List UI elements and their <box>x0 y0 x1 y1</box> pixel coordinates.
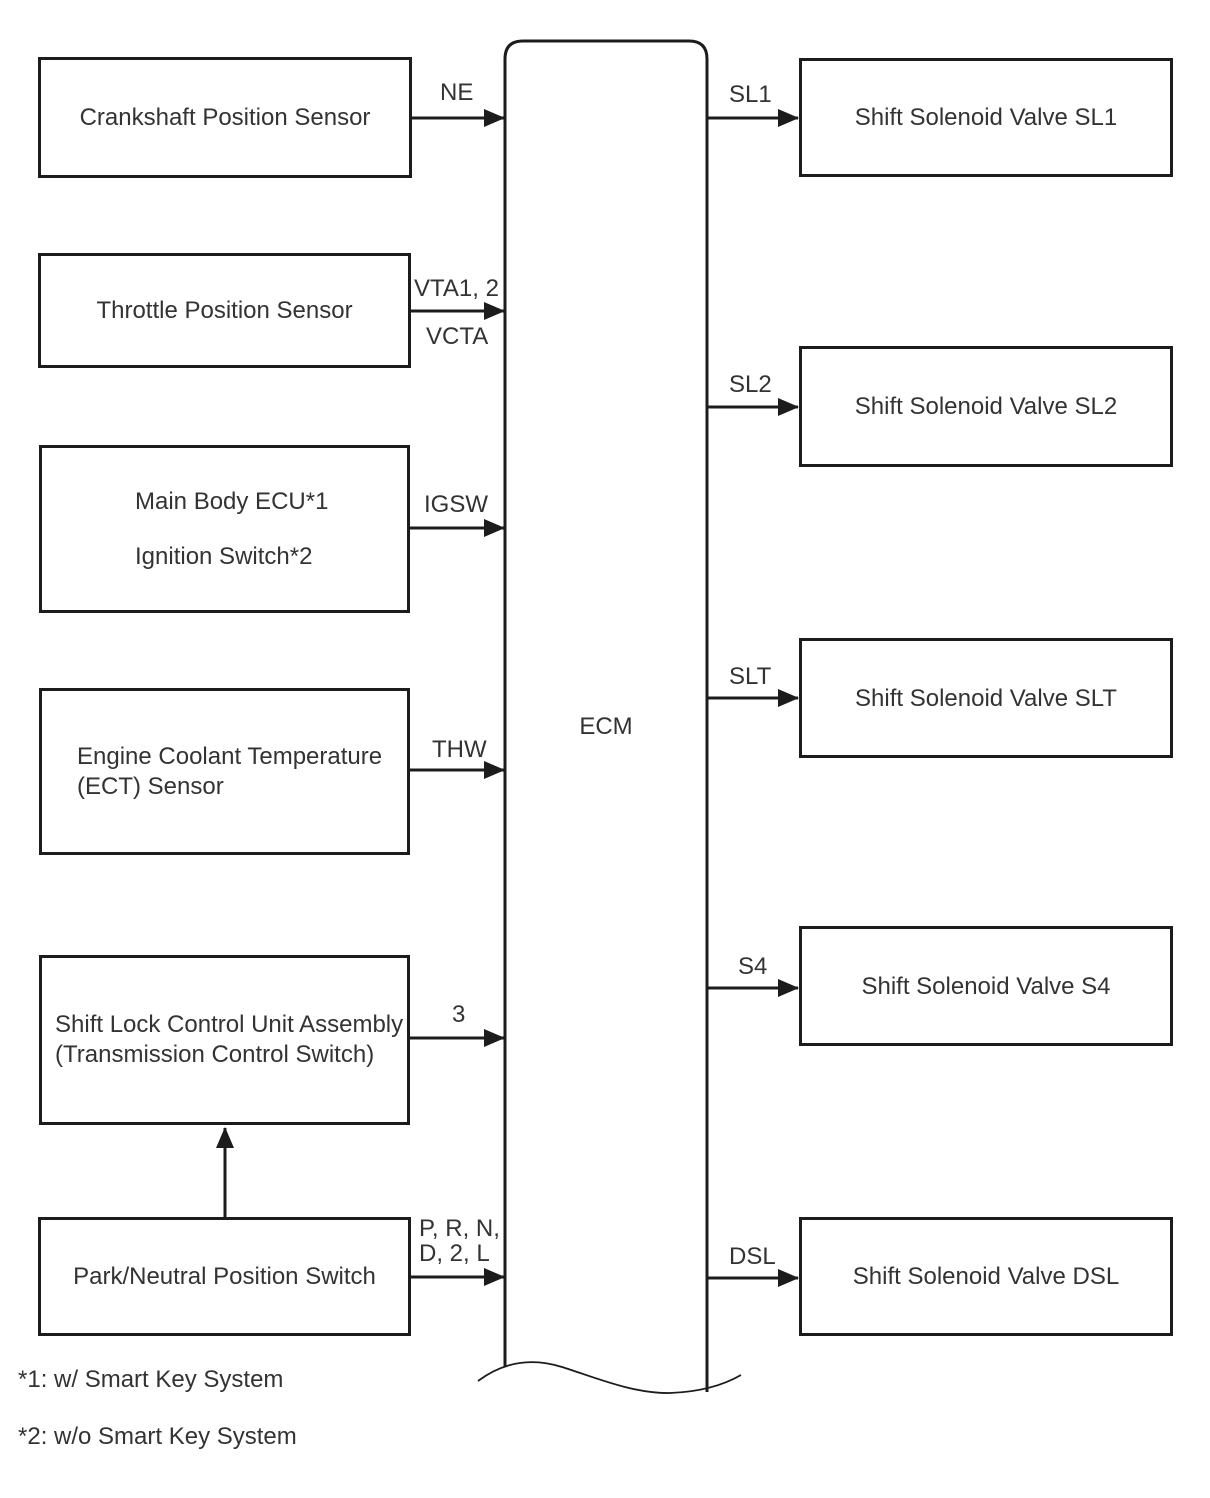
shift-lock-pin3-signal-label: 3 <box>452 1001 466 1028</box>
shift-solenoid-valve-sl1-box: Shift Solenoid Valve SL1 <box>799 58 1173 177</box>
shift-solenoid-valve-s4-box: Shift Solenoid Valve S4 <box>799 926 1173 1046</box>
crankshaft-position-sensor-label: Crankshaft Position Sensor <box>79 104 371 131</box>
throttle-position-sensor-label: Throttle Position Sensor <box>96 297 353 324</box>
main-body-ecu-ignition-switch-box: Main Body ECU*1 Ignition Switch*2 <box>39 445 410 613</box>
pnp-signal-label-line2: D, 2, L <box>419 1240 490 1267</box>
ecm-box-outline <box>503 39 709 1392</box>
dsl-signal-label: DSL <box>729 1243 776 1270</box>
slt-signal-label: SLT <box>729 663 772 690</box>
shift-lock-control-unit-label-line1: Shift Lock Control Unit Assembly <box>55 1011 404 1038</box>
ecm-label: ECM <box>579 713 633 740</box>
vta-signal-label: VTA1, 2 <box>414 275 499 302</box>
footnote-no-smart-key: *2: w/o Smart Key System <box>18 1423 297 1450</box>
shift-lock-control-unit-label-line2: (Transmission Control Switch) <box>55 1041 375 1068</box>
shift-solenoid-valve-sl1-label: Shift Solenoid Valve SL1 <box>854 104 1118 131</box>
park-neutral-position-switch-box: Park/Neutral Position Switch <box>38 1217 411 1336</box>
ect-sensor-label-line1: Engine Coolant Temperature <box>77 742 383 770</box>
ect-sensor-label-line2: (ECT) Sensor <box>77 772 224 800</box>
park-neutral-position-switch-label: Park/Neutral Position Switch <box>73 1263 376 1290</box>
s4-signal-label: S4 <box>738 953 768 980</box>
crankshaft-position-sensor-box: Crankshaft Position Sensor <box>38 57 412 178</box>
shift-solenoid-valve-s4-label: Shift Solenoid Valve S4 <box>861 972 1111 1000</box>
shift-solenoid-valve-slt-label: Shift Solenoid Valve SLT <box>855 684 1117 712</box>
igsw-signal-label: IGSW <box>424 491 488 518</box>
ignition-switch-label: Ignition Switch*2 <box>135 543 313 570</box>
sl1-signal-label: SL1 <box>729 81 772 108</box>
throttle-position-sensor-box: Throttle Position Sensor <box>38 253 411 368</box>
shift-lock-control-unit-box: Shift Lock Control Unit Assembly (Transm… <box>39 955 410 1125</box>
vcta-signal-label: VCTA <box>426 323 489 350</box>
sl2-signal-label: SL2 <box>729 371 772 398</box>
engine-coolant-temperature-sensor-box: Engine Coolant Temperature (ECT) Sensor <box>39 688 410 855</box>
shift-solenoid-valve-sl2-box: Shift Solenoid Valve SL2 <box>799 346 1173 467</box>
thw-signal-label: THW <box>432 736 487 763</box>
shift-solenoid-valve-dsl-label: Shift Solenoid Valve DSL <box>852 1263 1120 1290</box>
main-body-ecu-label: Main Body ECU*1 <box>135 488 329 515</box>
pnp-signal-label-line1: P, R, N, <box>419 1215 500 1242</box>
shift-solenoid-valve-slt-box: Shift Solenoid Valve SLT <box>799 638 1173 758</box>
ne-signal-label: NE <box>440 79 474 106</box>
footnote-smart-key: *1: w/ Smart Key System <box>18 1366 284 1393</box>
shift-solenoid-valve-sl2-label: Shift Solenoid Valve SL2 <box>854 393 1118 420</box>
ecm-wavy-break-line <box>477 1361 742 1394</box>
shift-solenoid-valve-dsl-box: Shift Solenoid Valve DSL <box>799 1217 1173 1336</box>
